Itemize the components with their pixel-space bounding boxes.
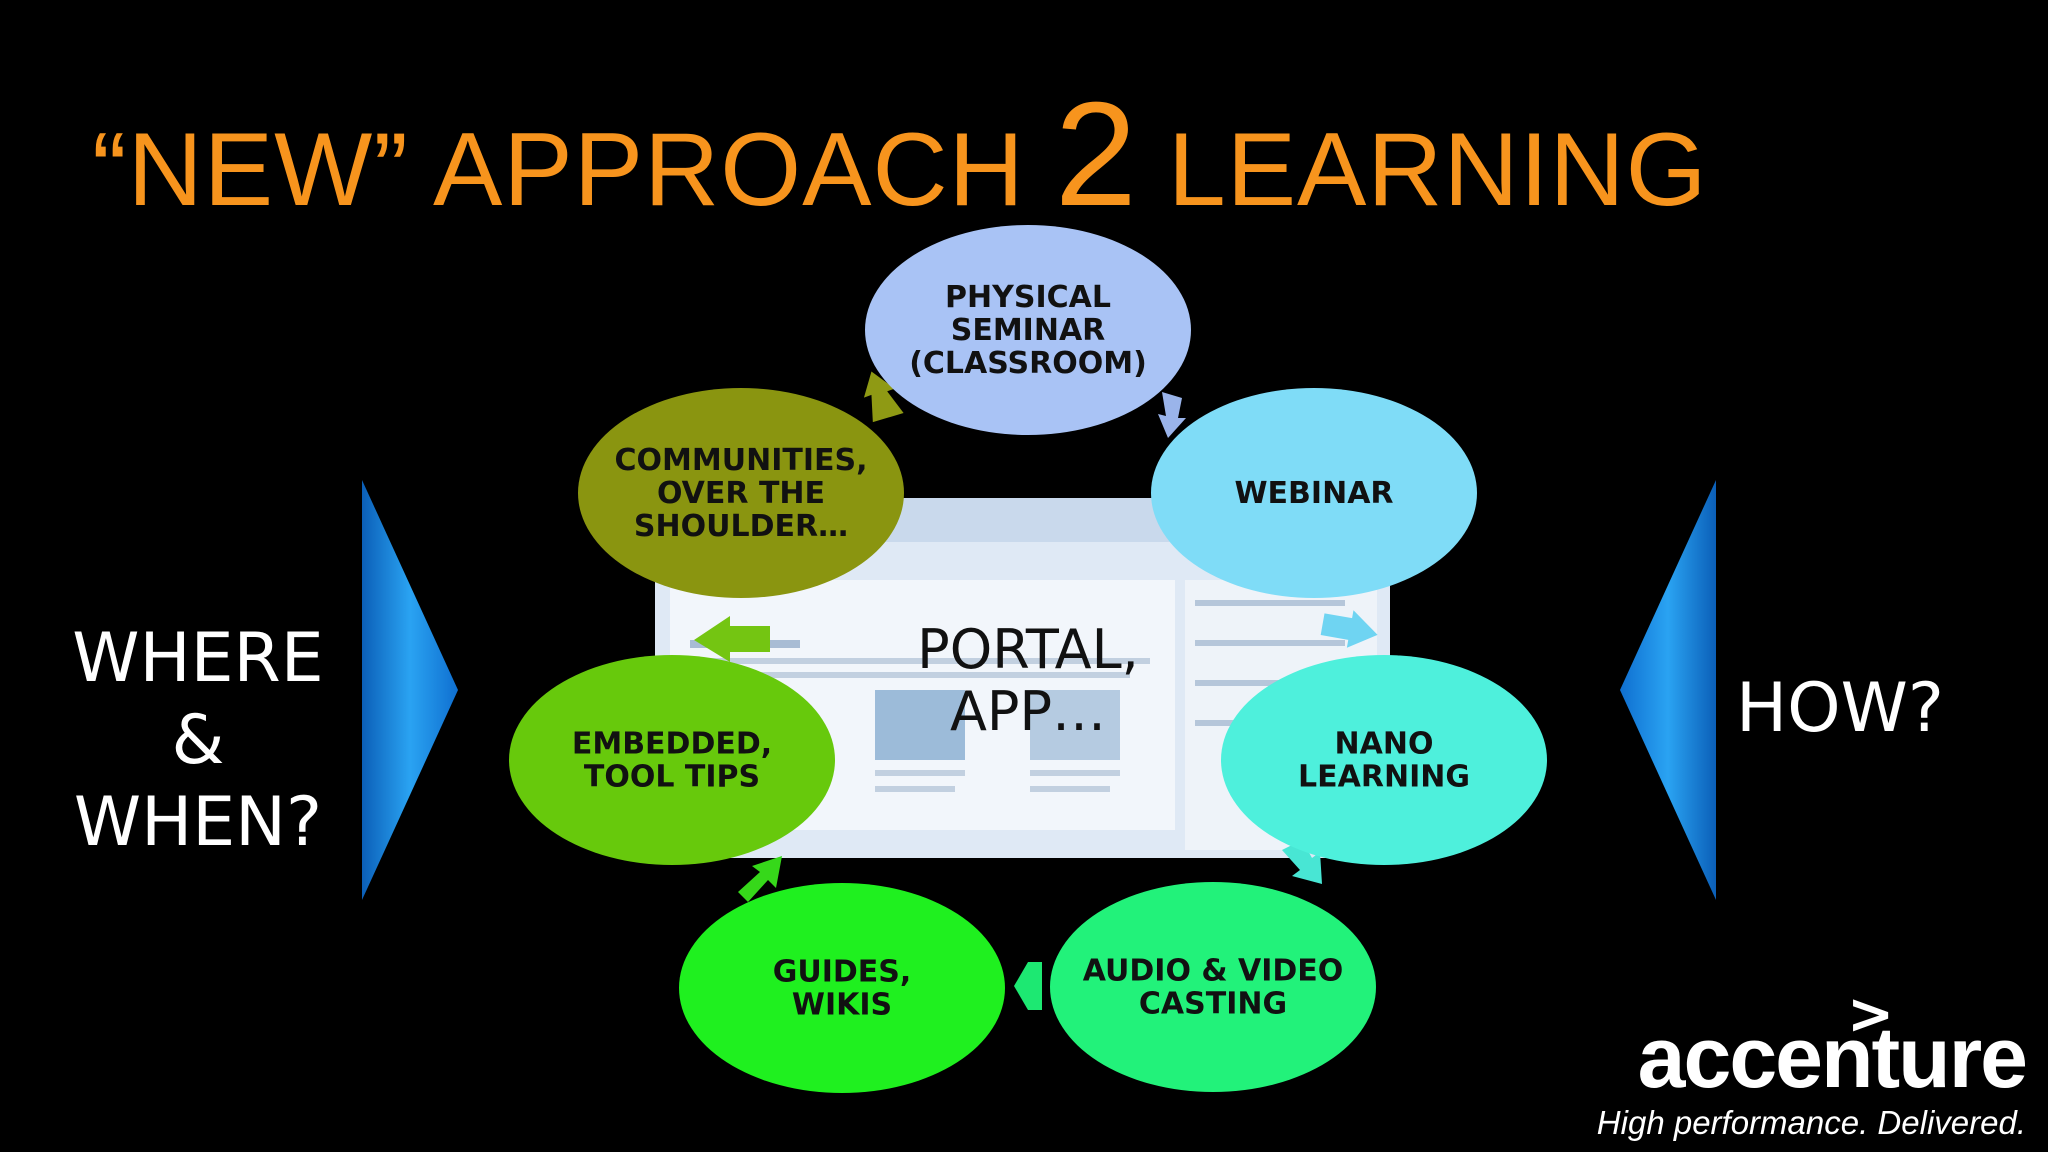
center-label-line2: APP… <box>950 680 1106 743</box>
title-number: 2 <box>1054 72 1138 237</box>
where-when-line2: WHEN? <box>73 783 323 862</box>
node-label-communities-2: SHOULDER… <box>634 509 848 544</box>
node-ellipse-guides-wikis <box>679 883 1005 1093</box>
cycle-arrows <box>694 371 1378 1010</box>
logo-tagline: High performance. Delivered. <box>1596 1104 2026 1141</box>
arrow-communities-to-seminar <box>863 371 904 423</box>
left-triangle-arrow <box>362 480 458 900</box>
accenture-logo: > accenture High performance. Delivered. <box>1596 982 2028 1142</box>
node-label-audio-video-casting-1: CASTING <box>1139 987 1287 1022</box>
node-label-communities-0: COMMUNITIES, <box>615 443 868 478</box>
node-label-audio-video-casting-0: AUDIO & VIDEO <box>1083 954 1344 989</box>
arrow-nano-to-audio <box>1282 840 1322 884</box>
node-ellipse-embedded-tool-tips <box>509 655 835 865</box>
node-label-physical-seminar-2: (CLASSROOM) <box>909 346 1147 381</box>
node-label-physical-seminar-0: PHYSICAL <box>945 280 1111 315</box>
title-part1: “NEW” APPROACH <box>92 112 1055 228</box>
node-guides-wikis: GUIDES,WIKIS <box>679 883 1005 1093</box>
arrow-seminar-to-webinar <box>1158 392 1186 438</box>
node-label-guides-wikis-0: GUIDES, <box>773 955 912 990</box>
node-embedded-tool-tips: EMBEDDED,TOOL TIPS <box>509 655 835 865</box>
arrow-guides-to-embedded <box>738 856 782 902</box>
arrow-embedded-to-communities <box>694 616 770 662</box>
node-communities: COMMUNITIES,OVER THESHOULDER… <box>578 388 904 598</box>
where-when-line1: WHERE & <box>72 619 324 780</box>
node-ellipse-nano-learning <box>1221 655 1547 865</box>
center-label-line1: PORTAL, <box>917 618 1139 681</box>
node-label-nano-learning-0: NANO <box>1335 727 1434 762</box>
logo-mark: > <box>1847 982 1894 1047</box>
node-label-embedded-tool-tips-0: EMBEDDED, <box>572 727 772 762</box>
node-ellipse-physical-seminar <box>865 225 1191 435</box>
title-part2: LEARNING <box>1137 112 1708 228</box>
arrow-webinar-to-nano <box>1320 610 1378 648</box>
node-label-guides-wikis-1: WIKIS <box>792 988 892 1023</box>
logo-wordmark: accenture <box>1637 1010 2028 1106</box>
node-ellipse-audio-video-casting <box>1050 882 1376 1092</box>
how-label: HOW? <box>1736 669 1944 748</box>
node-label-webinar-0: WEBINAR <box>1234 476 1393 511</box>
node-ellipse-webinar <box>1151 388 1477 598</box>
where-when-label: WHERE & WHEN? <box>48 618 348 864</box>
node-ellipse-communities <box>578 388 904 598</box>
node-label-embedded-tool-tips-1: TOOL TIPS <box>584 760 760 795</box>
node-webinar: WEBINAR <box>1151 388 1477 598</box>
right-triangle-arrow <box>1620 480 1716 900</box>
arrow-audio-to-guides <box>1014 962 1042 1010</box>
node-label-nano-learning-1: LEARNING <box>1298 760 1470 795</box>
node-label-physical-seminar-1: SEMINAR <box>951 313 1106 348</box>
node-label-communities-1: OVER THE <box>657 476 825 511</box>
slide-title: “NEW” APPROACH 2 LEARNING <box>92 70 1708 240</box>
